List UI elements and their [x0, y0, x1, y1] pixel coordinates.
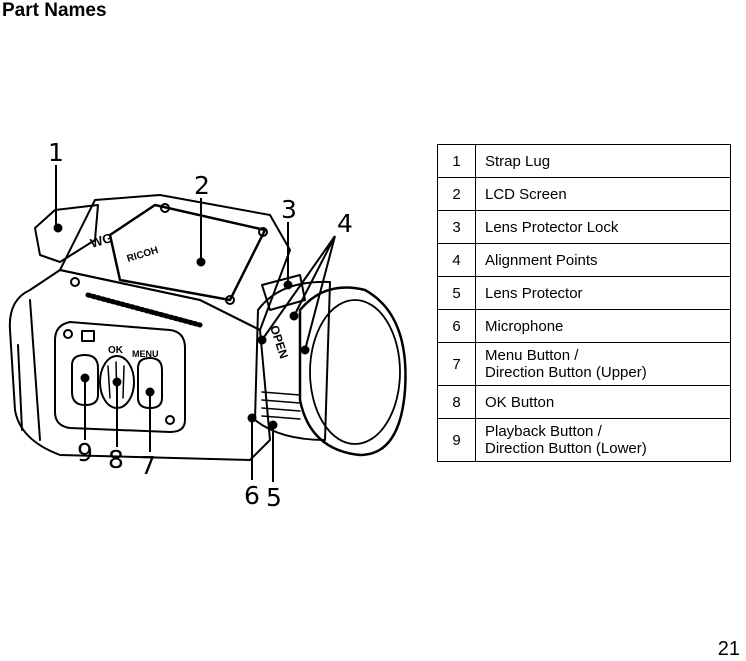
callout-7: 7: [140, 451, 156, 480]
table-row: 7 Menu Button / Direction Button (Upper): [437, 342, 731, 386]
table-row: 5 Lens Protector: [437, 276, 731, 310]
page-title: Part Names: [2, 0, 107, 21]
part-name: Lens Protector Lock: [475, 210, 731, 244]
table-row: 9 Playback Button / Direction Button (Lo…: [437, 418, 731, 462]
part-number: 8: [437, 385, 476, 419]
part-name: Lens Protector: [475, 276, 731, 310]
lcd-screen: [108, 203, 267, 302]
table-row: 4 Alignment Points: [437, 243, 731, 277]
part-name: Playback Button / Direction Button (Lowe…: [475, 418, 731, 462]
part-name: Microphone: [475, 309, 731, 343]
leader-4: [261, 235, 336, 351]
part-number: 6: [437, 309, 476, 343]
table-row: 2 LCD Screen: [437, 177, 731, 211]
part-name: Alignment Points: [475, 243, 731, 277]
callout-8: 8: [108, 445, 124, 474]
control-panel: [54, 321, 186, 433]
camera-illustration: RICOH WG OK MENU OPEN 1 2 3 4 5 6 7 8 9: [8, 138, 407, 512]
part-number: 5: [437, 276, 476, 310]
callout-1: 1: [48, 138, 64, 167]
part-number: 4: [437, 243, 476, 277]
callout-4: 4: [337, 209, 353, 238]
ok-marking: OK: [108, 345, 124, 356]
callout-9: 9: [77, 438, 93, 467]
brand-marking: RICOH: [126, 245, 160, 265]
part-names-table: 1 Strap Lug 2 LCD Screen 3 Lens Protecto…: [437, 144, 731, 462]
menu-marking: MENU: [132, 349, 159, 359]
table-row: 8 OK Button: [437, 385, 731, 419]
part-name: Menu Button / Direction Button (Upper): [475, 342, 731, 386]
table-row: 6 Microphone: [437, 309, 731, 343]
callout-5: 5: [266, 483, 282, 512]
part-name: Strap Lug: [475, 144, 731, 178]
part-name-line1: Playback Button /: [485, 423, 602, 440]
lcd-housing: [59, 194, 291, 331]
lens-protector: [298, 286, 407, 457]
part-number: 2: [437, 177, 476, 211]
lens-protector-lock: [261, 274, 306, 311]
part-name-line2: Direction Button (Lower): [485, 440, 647, 457]
part-name-line1: Menu Button /: [485, 347, 579, 364]
table-row: 1 Strap Lug: [437, 144, 731, 178]
model-marking: WG: [88, 230, 114, 251]
menu-button: [137, 357, 163, 409]
table-row: 3 Lens Protector Lock: [437, 210, 731, 244]
open-ring: [254, 280, 331, 441]
part-number: 1: [437, 144, 476, 178]
callout-3: 3: [281, 195, 297, 224]
part-number: 7: [437, 342, 476, 386]
part-number: 3: [437, 210, 476, 244]
part-number: 9: [437, 418, 476, 462]
part-name: LCD Screen: [475, 177, 731, 211]
callout-2: 2: [194, 171, 210, 200]
callout-6: 6: [244, 481, 260, 510]
page-number: 21: [717, 638, 740, 660]
playback-button: [71, 354, 99, 406]
part-name: OK Button: [475, 385, 731, 419]
part-name-line2: Direction Button (Upper): [485, 364, 647, 381]
